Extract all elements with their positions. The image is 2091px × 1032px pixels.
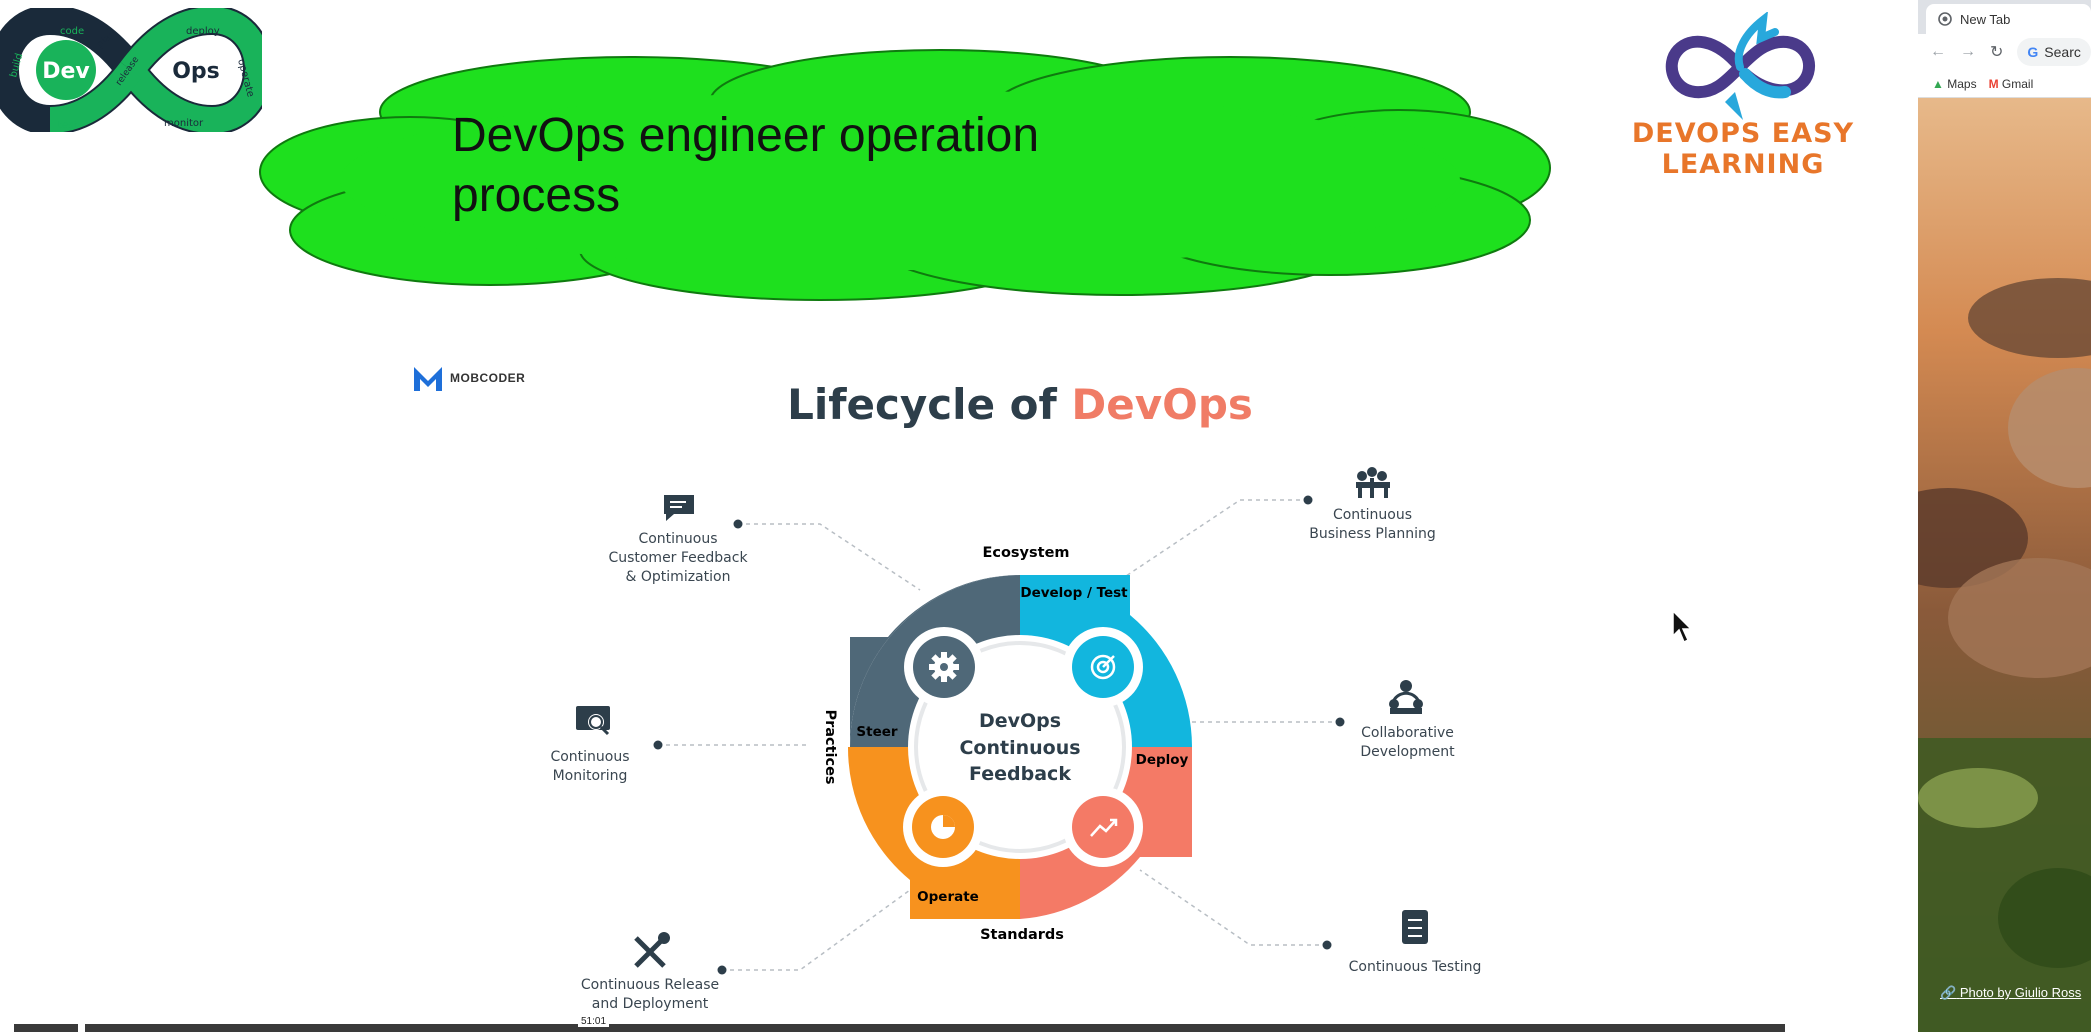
monitoring-icon	[576, 706, 610, 736]
tab-title: New Tab	[1960, 11, 2011, 27]
chrome-icon	[1938, 12, 1952, 26]
bookmark-gmail[interactable]: M Gmail	[1989, 77, 2034, 91]
bookmark-gmail-label: Gmail	[2001, 76, 2034, 91]
video-timestamp: 51:01	[578, 1016, 610, 1027]
mobcoder-m-icon	[414, 367, 442, 391]
mobcoder-text: MOBCODER	[450, 371, 526, 385]
item-release: Continuous Release and Deployment	[572, 976, 728, 1014]
logo-ring-test: test	[58, 120, 77, 131]
item-customer-feedback-line1: Continuous	[638, 531, 718, 547]
lifecycle-diagram: Develop / Test Deploy Operate Steer Ecos…	[576, 467, 1428, 975]
connector-lines	[658, 499, 1340, 971]
google-icon: G	[2027, 44, 2039, 60]
item-business-planning-line1: Continuous	[1332, 507, 1413, 523]
banner-title-line2: process	[452, 169, 621, 222]
background-photo	[1918, 98, 2091, 1032]
photo-credit-text: Photo by Giulio Ross	[1959, 985, 2082, 1000]
forward-icon[interactable]: →	[1960, 43, 1976, 60]
logo-ops-text: Ops	[172, 59, 220, 84]
logo-ring-code: code	[60, 26, 84, 37]
mouse-cursor-icon	[1672, 610, 1693, 644]
release-tools-icon	[634, 932, 670, 968]
segment-label-develop: Develop / Test	[1020, 585, 1128, 601]
node-develop	[1063, 627, 1143, 707]
item-business-planning-line2: Business Planning	[1309, 526, 1436, 542]
tab-new-tab[interactable]: New Tab	[1926, 4, 2091, 34]
item-customer-feedback-line2: Customer Feedback	[608, 550, 748, 566]
center-line-3: Feedback	[969, 763, 1071, 785]
item-release-line1: Continuous Release	[580, 977, 720, 993]
logo-ring-deploy: deploy	[186, 26, 220, 37]
photo-credit-link[interactable]: 🔗 Photo by Giulio Ross	[1940, 985, 2081, 1001]
lifecycle-title-accent: DevOps	[1071, 380, 1253, 429]
brand-logo	[1665, 12, 1815, 120]
segment-label-operate: Operate	[917, 889, 979, 905]
item-collaborative-line2: Development	[1360, 744, 1455, 760]
video-progress-bar[interactable]	[85, 1024, 1785, 1032]
lifecycle-title-plain: Lifecycle of	[787, 380, 1072, 429]
browser-toolbar: ← → ↻ G Searc	[1918, 34, 2091, 70]
ring-label-ecosystem: Ecosystem	[982, 545, 1069, 561]
back-icon[interactable]: ←	[1930, 43, 1946, 60]
item-collaborative-line1: Collaborative	[1361, 725, 1454, 741]
brand-name: DEVOPS EASY LEARNING	[1631, 118, 1855, 180]
feedback-icon	[664, 495, 694, 521]
lifecycle-title: Lifecycle of DevOps	[760, 380, 1280, 429]
item-testing-line1: Continuous Testing	[1348, 959, 1482, 975]
item-monitoring-line1: Continuous	[550, 749, 630, 765]
ring-label-practices: Practices	[822, 709, 838, 784]
maps-icon: ▲	[1932, 76, 1944, 91]
banner-title-line1: DevOps engineer operation	[452, 109, 1040, 162]
reload-icon[interactable]: ↻	[1990, 44, 2004, 61]
node-steer	[904, 627, 984, 707]
segment-label-deploy: Deploy	[1136, 752, 1189, 768]
cloud-banner	[259, 49, 1551, 301]
search-placeholder: Searc	[2044, 44, 2081, 60]
pie-chart-icon	[931, 815, 955, 839]
mobcoder-logo: MOBCODER	[412, 362, 525, 394]
link-icon: 🔗	[1940, 985, 1957, 1000]
segment-label-steer: Steer	[856, 724, 897, 740]
item-customer-feedback: Continuous Customer Feedback & Optimizat…	[598, 530, 758, 587]
devops-logo: Dev Ops code build test plan release dep…	[0, 8, 262, 132]
player-control-bar[interactable]	[14, 1024, 78, 1032]
item-testing: Continuous Testing	[1340, 958, 1490, 977]
business-planning-icon	[1356, 467, 1390, 498]
item-collaborative: Collaborative Development	[1350, 724, 1465, 762]
item-business-planning: Continuous Business Planning	[1300, 506, 1445, 544]
item-release-line2: and Deployment	[591, 996, 709, 1012]
bookmark-maps[interactable]: ▲ Maps	[1932, 77, 1977, 91]
gear-icon	[929, 652, 959, 682]
logo-dev-text: Dev	[42, 59, 90, 84]
item-monitoring-line2: Monitoring	[552, 768, 628, 784]
banner-title: DevOps engineer operation process	[452, 106, 1352, 226]
ring-label-standards: Standards	[980, 927, 1064, 943]
node-operate	[903, 787, 983, 867]
bookmarks-bar: ▲ Maps M Gmail	[1918, 70, 2091, 98]
node-deploy	[1063, 787, 1143, 867]
search-input[interactable]: G Searc	[2017, 38, 2091, 66]
browser-window: New Tab ← → ↻ G Searc ▲ Maps M Gmail	[1918, 0, 2091, 1032]
center-line-1: DevOps	[979, 710, 1061, 732]
gmail-icon: M	[1988, 76, 1999, 91]
center-line-2: Continuous	[959, 737, 1080, 759]
collaborative-icon	[1389, 680, 1423, 714]
bookmark-maps-label: Maps	[1947, 76, 1977, 91]
segment-develop-cap	[1020, 576, 1130, 615]
logo-ring-monitor: monitor	[164, 118, 204, 129]
trend-up-icon	[1090, 818, 1118, 837]
item-monitoring: Continuous Monitoring	[540, 748, 640, 786]
connector-dots	[653, 495, 1345, 975]
target-icon	[1090, 654, 1116, 680]
tab-bar: New Tab	[1918, 0, 2091, 34]
item-customer-feedback-line3: & Optimization	[625, 569, 731, 585]
testing-checklist-icon	[1402, 910, 1428, 944]
